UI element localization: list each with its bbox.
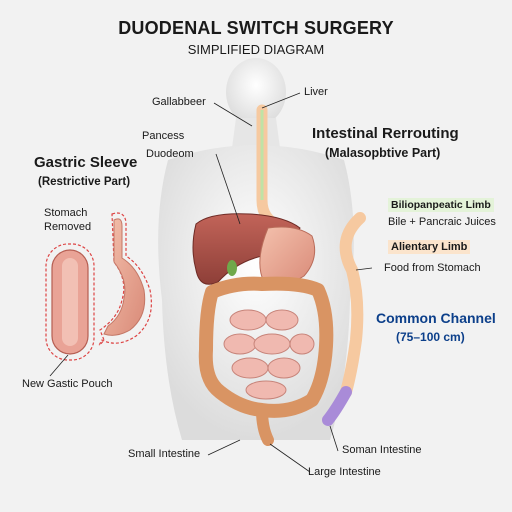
label-liver: Liver [304, 86, 328, 98]
label-soman-intestine: Soman Intestine [342, 444, 422, 456]
label-duodenum: Duodeom [146, 148, 194, 160]
common-channel-label: Common Channel [376, 310, 496, 326]
label-gallbladder: Gallabbeer [152, 96, 206, 108]
label-food-from-stomach: Food from Stomach [384, 262, 481, 274]
gastric-sleeve-subheading: (Restrictive Part) [38, 176, 131, 188]
label-pancreas: Pancess [142, 130, 185, 142]
sleeve-stomach [259, 226, 316, 286]
diagram-subtitle: SIMPLIFIED DIAGRAM [187, 42, 325, 57]
diagram-title: DUODENAL SWITCH SURGERY [118, 18, 394, 38]
large-intestine [198, 276, 334, 418]
leader-lines [49, 92, 373, 473]
gallbladder [227, 260, 237, 276]
label-large-intestine: Large Intestine [308, 466, 381, 478]
common-channel-length: (75–100 cm) [396, 330, 465, 344]
small-intestine [223, 309, 315, 400]
rerouting-subheading: (Malasopbtive Part) [325, 146, 441, 160]
rerouting-heading: Intestinal Rerrouting [312, 125, 459, 142]
removed-stomach [98, 212, 152, 346]
label-small-intestine: Small Intestine [128, 448, 201, 460]
label-new-pouch: New Gastic Pouch [22, 378, 113, 390]
label-bile-juices: Bile + Pancraic Juices [388, 216, 496, 228]
biliopancreatic-limb-label: Biliopanpeatic Limb [388, 198, 494, 212]
alimentary-limb-label: Alientary Limb [388, 240, 471, 254]
new-gastric-pouch [45, 243, 95, 361]
gastric-sleeve-heading: Gastric Sleeve [34, 154, 138, 171]
label-stomach-removed: Stomach Removed [44, 207, 92, 233]
